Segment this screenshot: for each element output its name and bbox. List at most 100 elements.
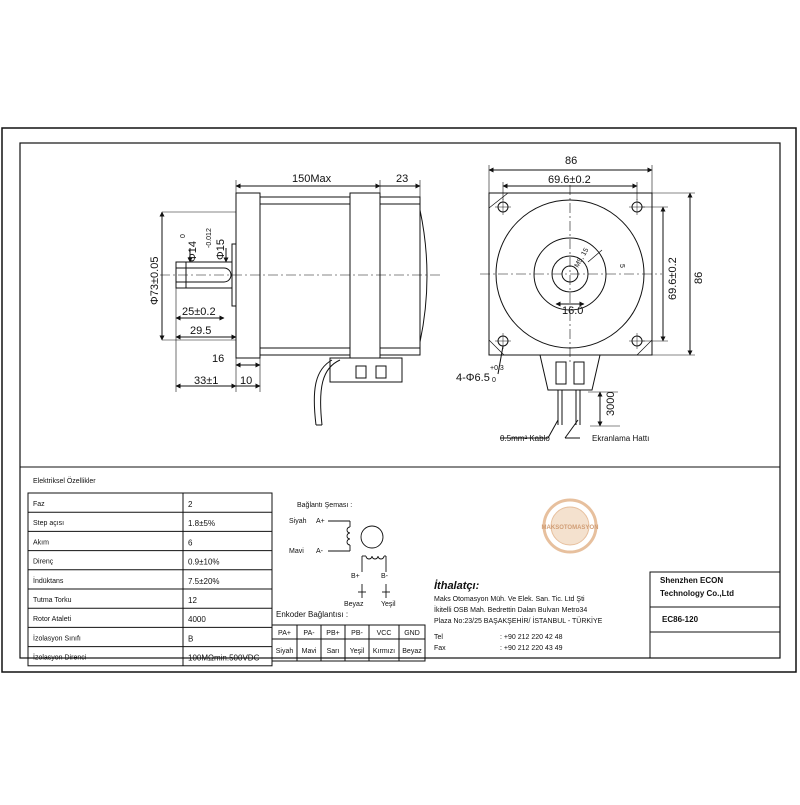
spec-value: 1.8±5%	[188, 519, 215, 528]
maks-logo-watermark: MAKSOTOMASYON	[542, 498, 598, 554]
dim-rear: 23	[396, 173, 408, 185]
terminal-a-plus: A+	[316, 518, 325, 525]
dim-pilot-dia: Φ73±0.05	[149, 257, 161, 305]
encoder-wire-color: Mavi	[302, 648, 317, 655]
terminal-a-minus: A-	[316, 548, 324, 555]
encoder-pin: VCC	[377, 630, 392, 637]
front-flange	[235, 192, 261, 359]
wire-siyah: Siyah	[289, 518, 307, 525]
shaft-keyway	[186, 267, 232, 283]
dim-flat-dia: Φ15	[215, 239, 227, 260]
encoder-pin: PA+	[278, 630, 291, 637]
tel-value: : +90 212 220 42 48	[500, 634, 563, 641]
dim-key-len: 25±0.2	[182, 306, 216, 318]
coil-symbols	[328, 520, 390, 598]
spec-label: Rotor Ataleti	[33, 616, 72, 623]
outer-border	[1, 127, 797, 673]
dim-flange-thk: 16	[212, 353, 224, 365]
encoder-wire-color: Yeşil	[350, 648, 365, 655]
spec-value: 12	[188, 596, 197, 605]
encoder-pin: GND	[404, 630, 420, 637]
front-view	[159, 180, 440, 426]
inner-border	[19, 142, 781, 659]
side-view-labels: 86 69.6±0.2 69.6±0.2 86 M5, 15 5 16.0 30…	[456, 155, 705, 443]
wiring-diagram: Bağlantı Şeması : Siyah A+ Mavi A- B+ B-…	[289, 502, 396, 608]
dim-holes-tol-bot: 0	[492, 377, 496, 384]
rear-cap	[419, 209, 428, 343]
wire-yesil: Yeşil	[381, 601, 396, 608]
shield-label: Ekranlama Hattı	[592, 434, 649, 443]
wire-beyaz: Beyaz	[344, 601, 364, 608]
company-line2: Technology Co.,Ltd	[660, 589, 734, 598]
spec-label: Step açısı	[33, 520, 64, 527]
side-view	[480, 165, 695, 439]
dim-width: 86	[565, 155, 577, 167]
dim-length: 150Max	[292, 173, 332, 185]
spec-label: Tutma Torku	[33, 597, 72, 604]
encoder-table: Enkoder Bağlantısı : PA+ Siyah PA- Mavi PB+ S…	[271, 610, 426, 662]
encoder-pin: PB+	[326, 630, 339, 637]
dim-bolt-v: 69.6±0.2	[667, 257, 679, 300]
electrical-title: Elektriksel Özellikler	[33, 477, 96, 485]
spec-label: İzolasyon Direnci	[33, 653, 87, 662]
spec-value: 7.5±20%	[188, 577, 220, 586]
spec-label: İzolasyon Sınıfı	[33, 633, 81, 642]
front-view-labels: 150Max 23 Φ73±0.05 Φ14 0 -0.012 Φ15 25±0…	[149, 173, 408, 387]
dim-bolt-h: 69.6±0.2	[548, 174, 591, 186]
dim-shaft-flat: M5, 15	[574, 247, 591, 269]
terminal-b-plus: B+	[351, 573, 360, 580]
dim-flat-depth: 5	[618, 264, 625, 268]
cable-label: 0.5mm² Kablo	[500, 434, 550, 443]
dim-holes: 4-Φ6.5	[456, 372, 490, 384]
electrical-table-border	[27, 492, 273, 667]
wire-mavi: Mavi	[289, 548, 304, 555]
dim-shaft-tol-top: 0	[180, 234, 187, 238]
encoder-wire-color: Kırmızı	[373, 648, 395, 655]
fax-label: Fax	[434, 645, 446, 652]
rear-flange	[349, 192, 381, 359]
importer-line3: Plaza No:23/25 BAŞAKŞEHİR/ İSTANBUL - TÜ…	[434, 616, 603, 625]
dim-cable-len: 3000	[605, 392, 617, 416]
dim-height: 86	[693, 272, 705, 284]
motor-body	[259, 196, 351, 356]
spec-value: 0.9±10%	[188, 558, 220, 567]
cable-exit	[539, 354, 601, 391]
company-line1: Shenzhen ECON	[660, 576, 723, 585]
importer-line1: Maks Otomasyon Müh. Ve Elek. San. Tic. L…	[434, 596, 585, 603]
spec-value: B	[188, 634, 193, 643]
dim-shaft-dia: Φ14	[187, 241, 199, 262]
dim-shaft-tol-bot: -0.012	[206, 228, 213, 248]
dim-shaft-len: 33±1	[194, 375, 218, 387]
title-block: Shenzhen ECON Technology Co.,Ltd EC86-12…	[649, 571, 781, 659]
dim-step: 10	[240, 375, 252, 387]
terminal-b-minus: B-	[381, 573, 389, 580]
rotor-circle	[360, 525, 384, 549]
wiring-title: Bağlantı Şeması :	[297, 502, 352, 509]
spec-label: Faz	[33, 501, 45, 508]
tel-label: Tel	[434, 634, 443, 641]
spec-label: İndüktans	[33, 576, 64, 585]
dim-shaft-width: 16.0	[562, 305, 583, 317]
encoder-wire-color: Sarı	[327, 648, 340, 655]
spec-label: Direnç	[33, 559, 54, 566]
importer-line2: İkitelli OSB Mah. Bedrettin Dalan Bulvar…	[434, 605, 587, 614]
encoder-pin: PA-	[303, 630, 315, 637]
model-number: EC86-120	[662, 615, 699, 624]
spec-value: 2	[188, 500, 193, 509]
connector-block	[329, 357, 403, 383]
importer-block: İthalatçı: Maks Otomasyon Müh. Ve Elek. …	[434, 579, 603, 652]
importer-title: İthalatçı:	[434, 579, 480, 592]
encoder-title: Enkoder Bağlantısı :	[276, 610, 348, 619]
encoder-color-cell	[398, 638, 426, 662]
encoder-pin: PB-	[351, 630, 363, 637]
dim-holes-tol-top: +0.3	[490, 365, 504, 372]
spec-value: 4000	[188, 615, 206, 624]
spec-label: Akım	[33, 539, 49, 546]
encoder-wire-color: Siyah	[276, 648, 294, 655]
encoder-wire-color: Beyaz	[402, 648, 422, 655]
dim-shaft-seg: 29.5	[190, 325, 211, 337]
spec-value: 100MΩmin.500VDC	[188, 654, 260, 663]
